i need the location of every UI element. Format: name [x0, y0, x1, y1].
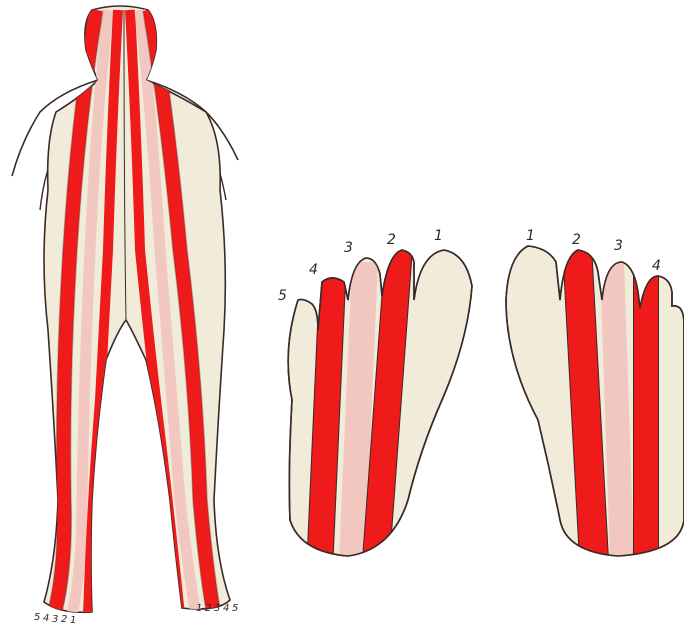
- meridian-stripe: [320, 270, 333, 560]
- body-label: 1: [70, 615, 76, 626]
- toe-label-2: 2: [387, 232, 396, 248]
- body-figure: 5 4 3 2 1 1 2 3 4 5: [12, 6, 238, 626]
- toe-label-4: 4: [309, 262, 318, 278]
- body-label: 2: [205, 603, 211, 614]
- body-label: 1: [196, 603, 202, 614]
- toe-label-5: 5: [278, 288, 287, 304]
- toe-label-2: 2: [572, 232, 581, 248]
- meridian-stripe: [612, 262, 622, 560]
- body-label: 4: [223, 603, 229, 614]
- right-foot: 1 2 3 4: [506, 228, 684, 560]
- body-label: 3: [214, 603, 220, 614]
- body-left-foot-labels: 5 4 3 2 1: [34, 612, 76, 626]
- toe-label-3: 3: [344, 240, 353, 256]
- toe-label-1: 1: [434, 228, 443, 244]
- body-right-foot-labels: 1 2 3 4 5: [196, 603, 238, 614]
- body-label: 5: [34, 612, 40, 623]
- meridian-stripe: [352, 262, 365, 560]
- left-foot-meridians: [320, 248, 399, 560]
- body-label: 5: [232, 603, 238, 614]
- body-label: 2: [61, 614, 67, 625]
- toe-label-3: 3: [614, 238, 623, 254]
- toe-label-1: 1: [526, 228, 535, 244]
- meridian-stripe: [577, 246, 594, 560]
- body-label: 4: [43, 613, 49, 624]
- body-label: 3: [52, 614, 58, 625]
- right-foot-meridians: [577, 246, 646, 560]
- toe-label-4: 4: [652, 258, 661, 274]
- left-foot: 5 4 3 2 1: [278, 228, 472, 560]
